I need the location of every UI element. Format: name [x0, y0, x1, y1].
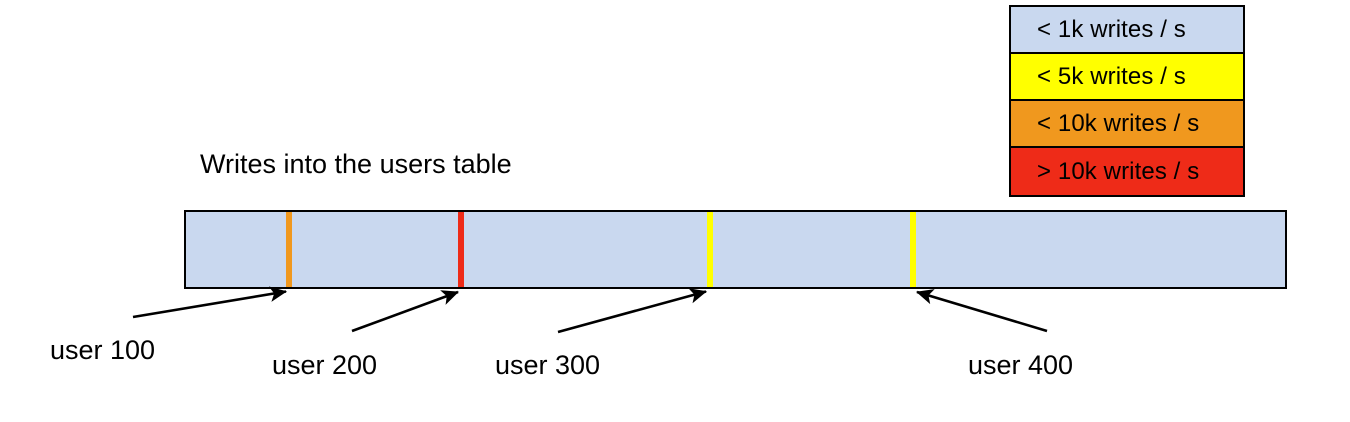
callout-label-user-200: user 200: [272, 350, 378, 380]
chart-title: Writes into the users table: [200, 149, 512, 179]
arrow-user-100: [132, 286, 288, 319]
stripe-user-100: [286, 212, 292, 287]
arrow-user-200: [351, 290, 459, 333]
legend-row-lt10k: < 10k writes / s: [1011, 101, 1243, 148]
callout-label-user-100: user 100: [50, 335, 156, 365]
legend-row-lt5k: < 5k writes / s: [1011, 54, 1243, 101]
legend-label-lt5k: < 5k writes / s: [1037, 62, 1186, 90]
legend-row-lt1k: < 1k writes / s: [1011, 7, 1243, 54]
users-table-strip: [184, 210, 1287, 289]
callout-label-user-400: user 400: [968, 350, 1074, 380]
legend-label-gt10k: > 10k writes / s: [1037, 157, 1200, 185]
legend-label-lt1k: < 1k writes / s: [1037, 15, 1186, 43]
stripe-user-300: [707, 212, 713, 287]
legend-label-lt10k: < 10k writes / s: [1037, 109, 1200, 137]
stripe-user-200: [458, 212, 464, 287]
legend-row-gt10k: > 10k writes / s: [1011, 148, 1243, 195]
arrow-user-400: [916, 289, 1048, 333]
writes-legend: < 1k writes / s < 5k writes / s < 10k wr…: [1009, 5, 1245, 197]
arrow-user-300: [557, 288, 708, 334]
callout-label-user-300: user 300: [495, 350, 601, 380]
stripe-user-400: [910, 212, 916, 287]
